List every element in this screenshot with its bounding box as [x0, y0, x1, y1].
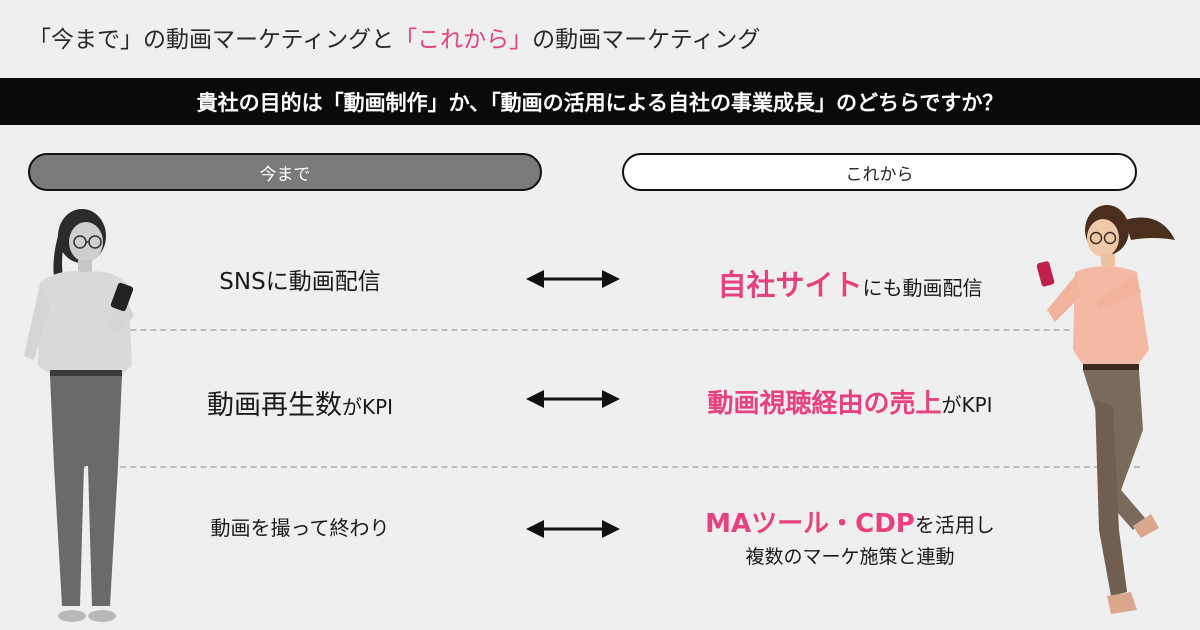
- title-part2: の動画マーケティング: [532, 27, 761, 53]
- row3-before: 動画を撮って終わり: [110, 512, 490, 541]
- question-banner: 貴社の目的は「動画制作」か、「動画の活用による自社の事業成長」のどちらですか？: [0, 78, 1200, 125]
- double-headed-arrow-icon: [526, 390, 620, 408]
- row2-before: 動画再生数がKPI: [110, 383, 490, 422]
- double-headed-arrow-icon: [526, 270, 620, 288]
- row1-before-text: SNSに動画配信: [219, 269, 381, 295]
- column-label-before-text: 今まで: [259, 164, 311, 185]
- row2-after: 動画視聴経由の売上がKPI: [615, 383, 1085, 420]
- title-accent: 「これから」: [394, 27, 533, 53]
- row2-before-main: 動画再生数: [206, 390, 342, 421]
- row-divider: [60, 466, 1140, 468]
- column-label-after-text: これから: [845, 164, 914, 185]
- row3-before-text: 動画を撮って終わり: [210, 516, 390, 540]
- column-label-after: これから: [622, 153, 1137, 191]
- row3-after-highlight: MAツール・CDP: [705, 509, 915, 539]
- row3-after: MAツール・CDPを活用し 複数のマーケ施策と連動: [615, 506, 1085, 571]
- woman-running-with-phone-illustration: [1036, 205, 1175, 614]
- banner-text: 貴社の目的は「動画制作」か、「動画の活用による自社の事業成長」のどちらですか？: [196, 90, 1004, 115]
- woman-looking-at-phone-illustration: [24, 209, 134, 622]
- row-divider: [60, 329, 1140, 331]
- row2-after-rest: がKPI: [941, 393, 993, 417]
- row2-before-small: がKPI: [341, 395, 394, 419]
- row2-after-highlight: 動画視聴経由の売上: [707, 389, 942, 419]
- title-part1: 「今まで」の動画マーケティングと: [28, 27, 395, 53]
- double-headed-arrow-icon: [526, 520, 620, 538]
- row1-after-highlight: 自社サイト: [717, 268, 863, 302]
- row1-before: SNSに動画配信: [110, 262, 490, 296]
- row3-after-rest: を活用し: [914, 513, 995, 537]
- page-title: 「今まで」の動画マーケティングと「これから」の動画マーケティング: [28, 20, 760, 54]
- row1-after-rest: にも動画配信: [862, 276, 983, 300]
- row1-after: 自社サイトにも動画配信: [615, 262, 1085, 304]
- column-label-before: 今まで: [28, 153, 542, 191]
- row3-after-line2: 複数のマーケ施策と連動: [745, 545, 955, 568]
